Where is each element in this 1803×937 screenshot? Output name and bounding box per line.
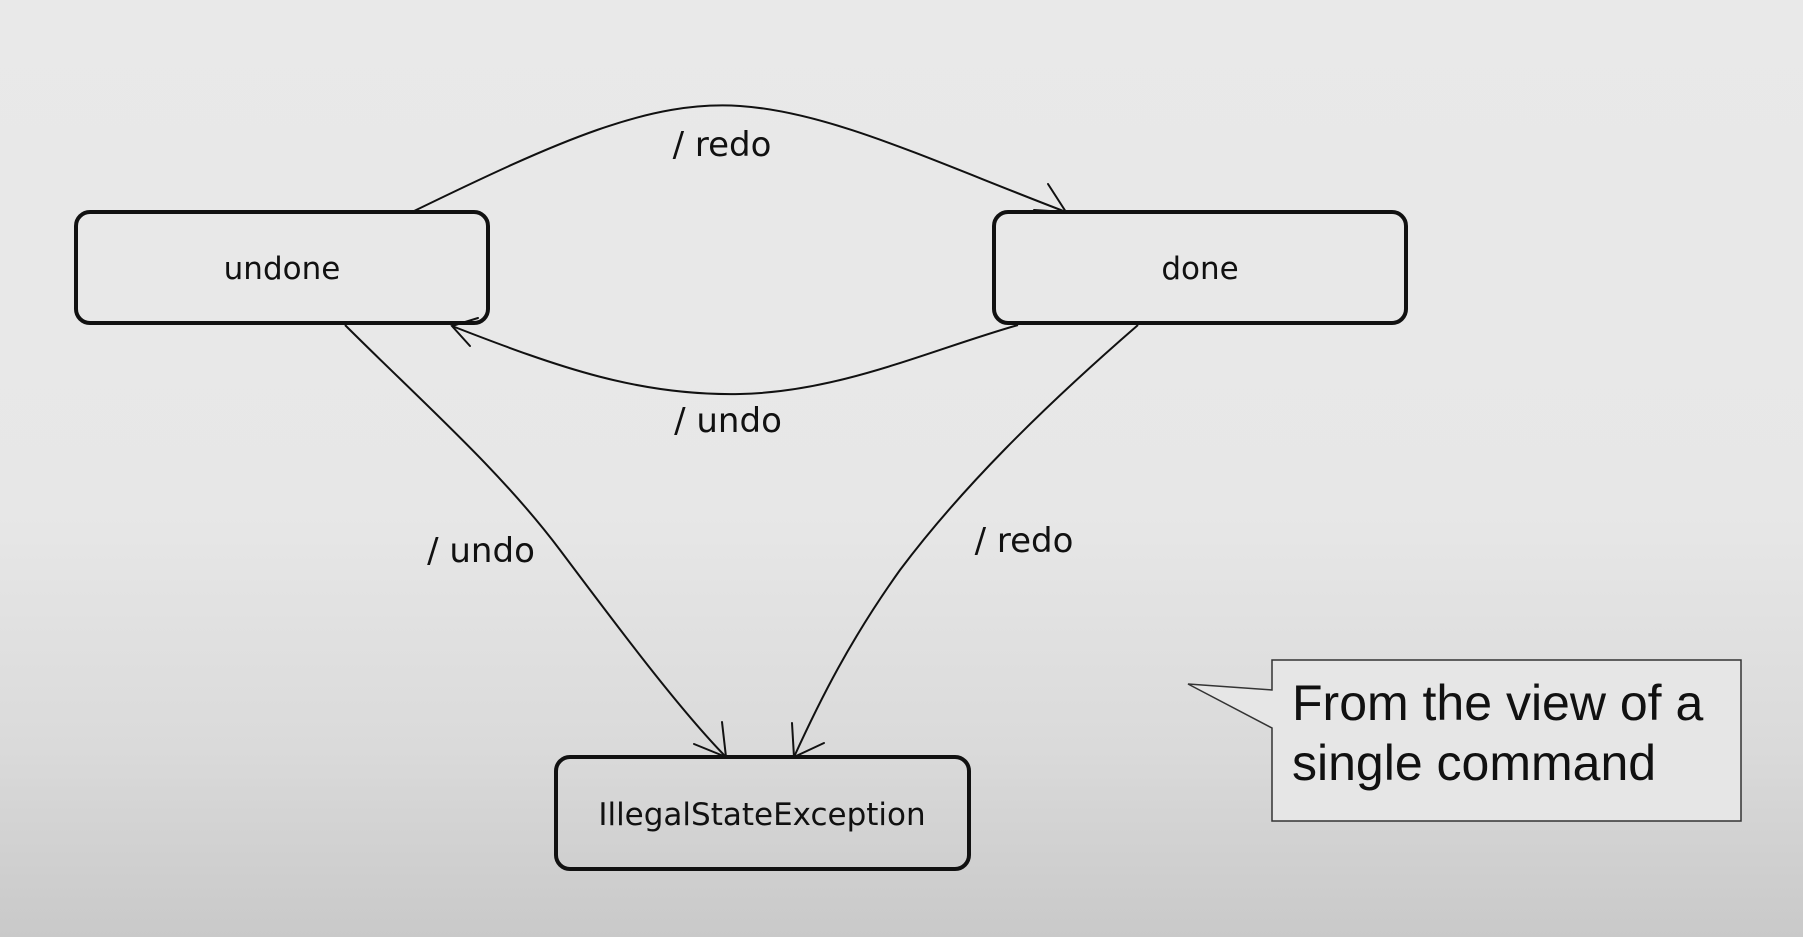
transition-undone-to-done-label: / redo [673,125,772,165]
state-exception-label: IllegalStateException [598,797,925,833]
transition-undone-to-done: / redo [411,104,1068,214]
state-done-box [992,210,1408,325]
state-undone-label: undone [224,251,341,287]
state-done: done [992,210,1408,325]
transition-undone-to-exception-arrowhead [693,721,728,759]
transition-done-to-exception-label: / redo [975,521,1074,561]
transition-undone-to-done-arrowhead [1033,183,1068,214]
state-undone-box [74,210,490,325]
transition-undone-to-exception-label: / undo [427,531,535,571]
transition-done-to-undone-arrowhead [450,317,479,347]
transition-done-to-exception-arrowhead [791,722,825,759]
transition-done-to-exception: / redo [791,324,1139,759]
transition-done-to-undone-line [451,324,1019,396]
transition-done-to-exception-line [793,324,1139,758]
state-done-label: done [1161,251,1238,287]
callout-box [1187,659,1742,822]
transition-undone-to-done-line [411,104,1067,213]
transition-done-to-undone-label: / undo [674,401,782,441]
state-exception-box [554,755,971,871]
state-illegal-state-exception: IllegalStateException [554,755,971,871]
transition-undone-to-exception-line [344,324,727,758]
state-undone: undone [74,210,490,325]
callout-line-2: single command [1292,735,1656,791]
callout-line-1: From the view of a [1292,675,1703,731]
transition-undone-to-exception: / undo [344,324,728,759]
transition-done-to-undone: / undo [450,317,1019,441]
callout: From the view of a single command [1187,659,1742,822]
